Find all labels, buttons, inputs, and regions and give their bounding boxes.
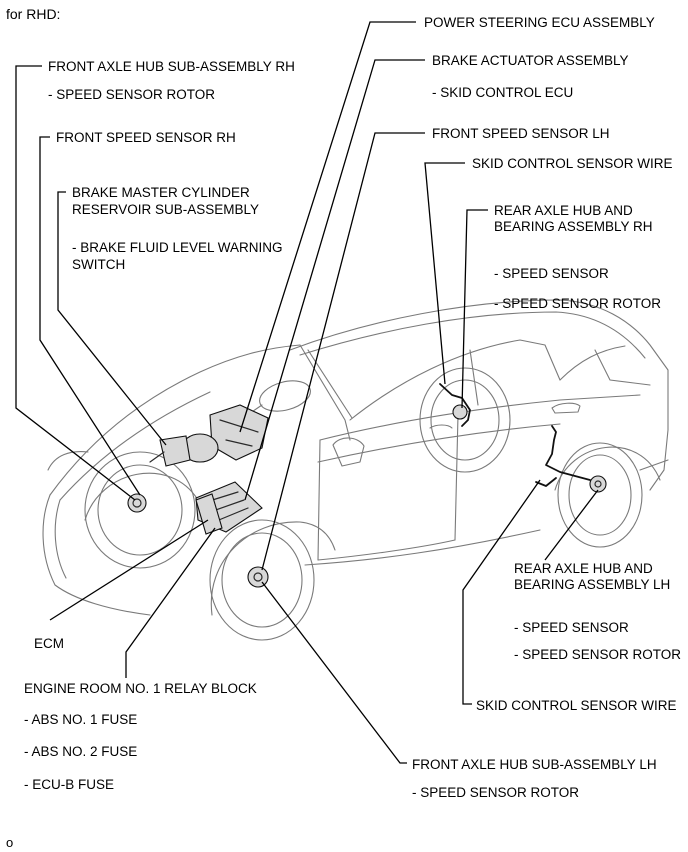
skid-control-sensor-wire-lh [535, 425, 591, 487]
label-brake-master-2: RESERVOIR SUB-ASSEMBLY [72, 202, 260, 217]
leader-relay-block [125, 527, 216, 678]
label-rear-axle-hub-lh-2: BEARING ASSEMBLY LH [514, 577, 671, 592]
front-wheel-rh [84, 451, 196, 569]
label-abs-no1-fuse: - ABS NO. 1 FUSE [24, 712, 138, 727]
label-ecm: ECM [34, 636, 64, 651]
label-front-axle-hub-lh: FRONT AXLE HUB SUB-ASSEMBLY LH [412, 757, 657, 772]
figure-mark: o [6, 835, 14, 850]
brake-master-cylinder [149, 433, 219, 467]
label-brake-actuator: BRAKE ACTUATOR ASSEMBLY [432, 53, 629, 68]
label-skid-control-sensor-wire-bottom: SKID CONTROL SENSOR WIRE [476, 698, 677, 713]
leader-rear-axle-hub-rh [461, 209, 488, 409]
label-rear-axle-hub-lh-1: REAR AXLE HUB AND [514, 561, 653, 576]
label-rear-rh-speed-sensor-rotor: - SPEED SENSOR ROTOR [494, 296, 662, 311]
variant-title: for RHD: [6, 6, 61, 22]
label-rear-rh-speed-sensor: - SPEED SENSOR [494, 266, 609, 281]
leader-front-speed-sensor-rh [39, 136, 141, 496]
label-front-rh-speed-sensor-rotor: - SPEED SENSOR ROTOR [48, 87, 216, 102]
label-front-lh-speed-sensor-rotor: - SPEED SENSOR ROTOR [412, 785, 580, 800]
front-wheel-lh [209, 519, 315, 641]
label-brake-fluid-switch-2: SWITCH [72, 257, 126, 272]
label-front-speed-sensor-rh: FRONT SPEED SENSOR RH [56, 130, 236, 145]
leader-skid-wire-top [424, 162, 465, 385]
label-rear-axle-hub-rh-2: BEARING ASSEMBLY RH [494, 219, 653, 234]
label-front-axle-hub-rh: FRONT AXLE HUB SUB-ASSEMBLY RH [48, 59, 295, 74]
rear-wheel-rh [419, 367, 511, 473]
leader-front-speed-sensor-lh [261, 132, 425, 571]
label-skid-control-sensor-wire-top: SKID CONTROL SENSOR WIRE [472, 156, 673, 171]
label-rear-axle-hub-rh-1: REAR AXLE HUB AND [494, 203, 633, 218]
leader-power-steering-ecu [239, 21, 416, 433]
label-power-steering-ecu: POWER STEERING ECU ASSEMBLY [424, 15, 655, 30]
leader-lines [15, 21, 599, 764]
leader-front-axle-hub-rh [15, 65, 136, 501]
skid-control-sensor-wire-rh [439, 383, 471, 427]
label-rear-lh-speed-sensor-rotor: - SPEED SENSOR ROTOR [514, 647, 682, 662]
leader-skid-wire-bottom [462, 479, 541, 705]
label-front-speed-sensor-lh: FRONT SPEED SENSOR LH [432, 126, 610, 141]
leader-rear-axle-hub-lh [544, 489, 599, 561]
label-rear-lh-speed-sensor: - SPEED SENSOR [514, 620, 629, 635]
label-brake-fluid-switch-1: - BRAKE FLUID LEVEL WARNING [72, 240, 283, 255]
leader-brake-actuator [244, 59, 425, 501]
leader-brake-master [57, 191, 167, 446]
label-engine-room-relay-block: ENGINE ROOM NO. 1 RELAY BLOCK [24, 681, 257, 696]
label-abs-no2-fuse: - ABS NO. 2 FUSE [24, 744, 138, 759]
label-ecu-b-fuse: - ECU-B FUSE [24, 777, 115, 792]
leader-ecm [49, 519, 209, 621]
leader-front-axle-hub-lh [261, 581, 407, 764]
rear-wheel-lh [557, 442, 643, 548]
label-brake-master-1: BRAKE MASTER CYLINDER [72, 185, 250, 200]
label-skid-control-ecu: - SKID CONTROL ECU [432, 85, 574, 100]
